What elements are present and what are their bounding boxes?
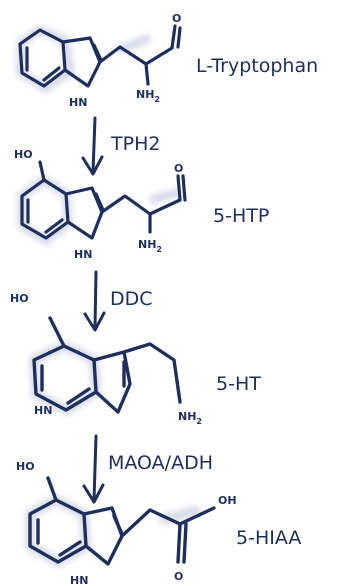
hiaa-oh-label: OH xyxy=(218,494,237,507)
tryptophan-nh-label: HN xyxy=(69,96,87,109)
hiaa-ho-label: HO xyxy=(16,460,35,473)
htp-name: 5-HTP xyxy=(213,205,269,227)
htp-ho-label: HO xyxy=(14,148,33,161)
ht-ho-label: HO xyxy=(10,292,29,305)
enzyme-tph2-label: TPH2 xyxy=(110,133,160,155)
tryptophan-carbonyl-o-label: O xyxy=(172,12,181,25)
ht-nh-label: HN xyxy=(34,404,52,417)
molecule-5-htp: HO HN NH2 O 5-HTP xyxy=(14,148,269,261)
hiaa-nh-label: HN xyxy=(70,574,88,586)
hiaa-carbonyl-o-label: O xyxy=(174,570,183,583)
enzyme-ddc-label: DDC xyxy=(110,288,153,310)
arrow-tph2: TPH2 xyxy=(81,116,160,176)
molecule-5-hiaa: HO HN OH O 5-HIAA xyxy=(16,460,301,586)
tryptophan-amine-label: NH2 xyxy=(136,88,160,104)
enzyme-maoa-adh-label: MAOA/ADH xyxy=(108,452,213,474)
arrow-ddc: DDC xyxy=(83,270,153,332)
molecule-l-tryptophan: HN NH2 O L-Tryptophan xyxy=(15,12,318,109)
tryptophan-name: L-Tryptophan xyxy=(196,55,318,77)
molecule-5-ht: HO HN NH2 5-HT xyxy=(10,292,261,426)
htp-amine-label: NH2 xyxy=(138,238,162,254)
htp-carbonyl-o-label: O xyxy=(174,162,183,175)
hiaa-name: 5-HIAA xyxy=(236,527,301,549)
htp-nh-label: HN xyxy=(74,248,92,261)
ht-name: 5-HT xyxy=(216,373,261,395)
ht-amine-label: NH2 xyxy=(178,410,202,426)
arrow-maoa-adh: MAOA/ADH xyxy=(82,434,213,504)
